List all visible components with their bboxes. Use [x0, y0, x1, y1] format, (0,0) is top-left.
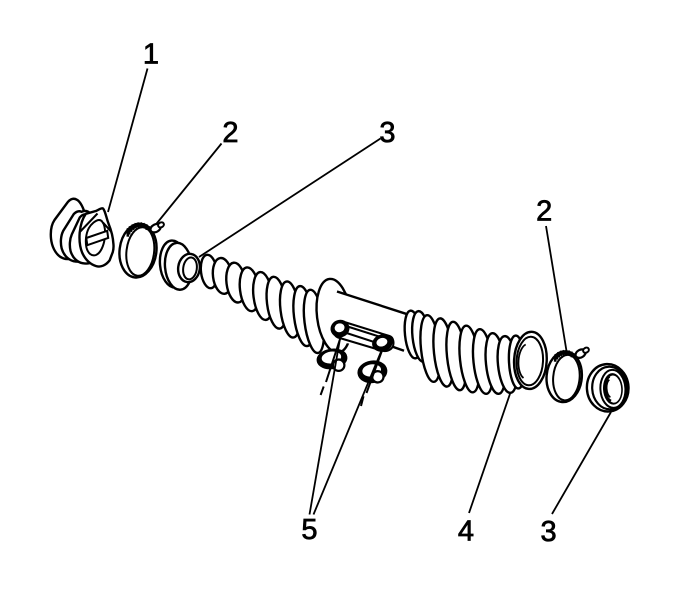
svg-text:4: 4	[458, 516, 474, 548]
svg-text:5: 5	[301, 514, 317, 546]
svg-text:1: 1	[143, 39, 159, 71]
svg-text:2: 2	[536, 195, 552, 227]
svg-text:3: 3	[379, 117, 395, 149]
svg-text:2: 2	[222, 117, 238, 149]
svg-text:3: 3	[541, 516, 557, 548]
